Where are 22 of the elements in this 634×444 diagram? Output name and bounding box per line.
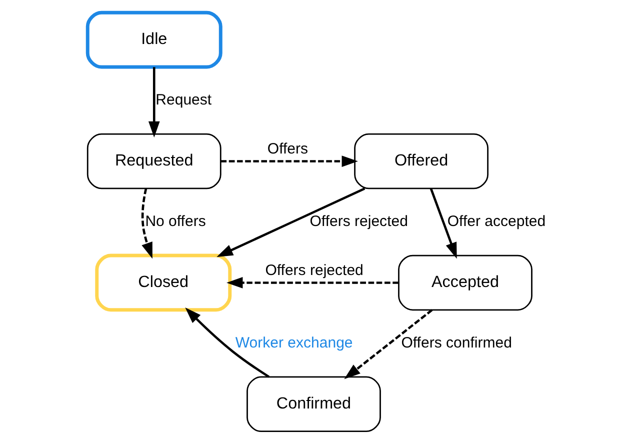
arrow	[148, 67, 160, 138]
arrow	[220, 156, 358, 167]
arrow	[226, 277, 398, 288]
arrow	[344, 309, 432, 380]
edge-label: Offers confirmed	[400, 334, 512, 352]
arrow	[429, 188, 456, 259]
node-box: Idle	[85, 10, 222, 69]
node-box: Closed	[94, 254, 232, 312]
arrow	[216, 188, 365, 257]
edge-label: Offers rejected	[309, 212, 408, 230]
edge-label: Offers	[266, 140, 308, 158]
edge-label: Worker exchange	[234, 334, 352, 352]
edge-label: Request	[155, 91, 212, 108]
node-box: Accepted	[398, 254, 532, 311]
node-box: Confirmed	[246, 376, 380, 432]
edge-label: Offer accepted	[446, 212, 546, 230]
arrow	[140, 188, 152, 259]
edge-label: Offers rejected	[264, 262, 363, 280]
node-box: Offered	[354, 133, 488, 190]
edge-label: No offers	[144, 212, 206, 230]
node-box: Requested	[86, 133, 221, 190]
arrow	[184, 307, 270, 378]
